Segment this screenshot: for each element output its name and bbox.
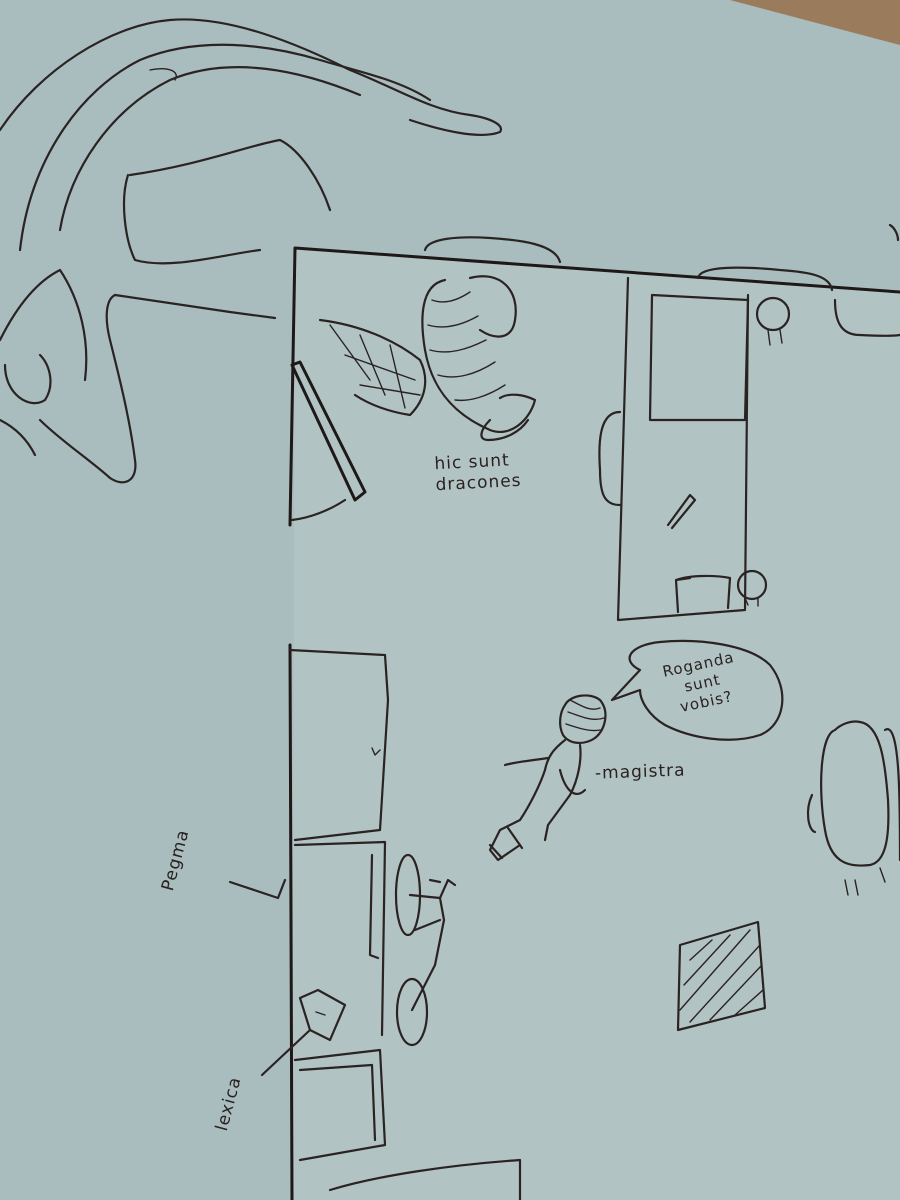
large-dragon-sketch <box>0 18 503 484</box>
hatched-square <box>676 920 767 1032</box>
top-wall-cabinet <box>696 266 834 292</box>
teacher-label: -magistra <box>594 760 686 784</box>
page-edge-mark <box>888 223 900 242</box>
dragon-caption: hic sunt dracones <box>433 450 523 496</box>
left-wall-low-cabinet <box>293 1048 387 1162</box>
desk-label-pointer <box>228 878 287 900</box>
classroom-walls <box>288 246 900 1200</box>
classroom-door <box>290 360 367 522</box>
books-label-pointer <box>260 1028 312 1077</box>
left-wall-cabinet <box>288 648 390 842</box>
top-wall-radiator <box>423 236 562 264</box>
bicycle <box>394 853 457 1047</box>
right-side-seats <box>806 720 900 896</box>
bottom-furniture <box>328 1158 522 1200</box>
speech-bubble <box>610 639 784 741</box>
corkboard-corner <box>730 0 900 45</box>
left-wall-desk <box>293 840 387 1037</box>
book-stack <box>298 988 347 1042</box>
small-dragon-drawing <box>318 275 537 442</box>
classroom-sheet <box>292 248 900 1200</box>
right-wall-desk-block <box>598 276 900 622</box>
teacher-figure <box>488 694 607 862</box>
